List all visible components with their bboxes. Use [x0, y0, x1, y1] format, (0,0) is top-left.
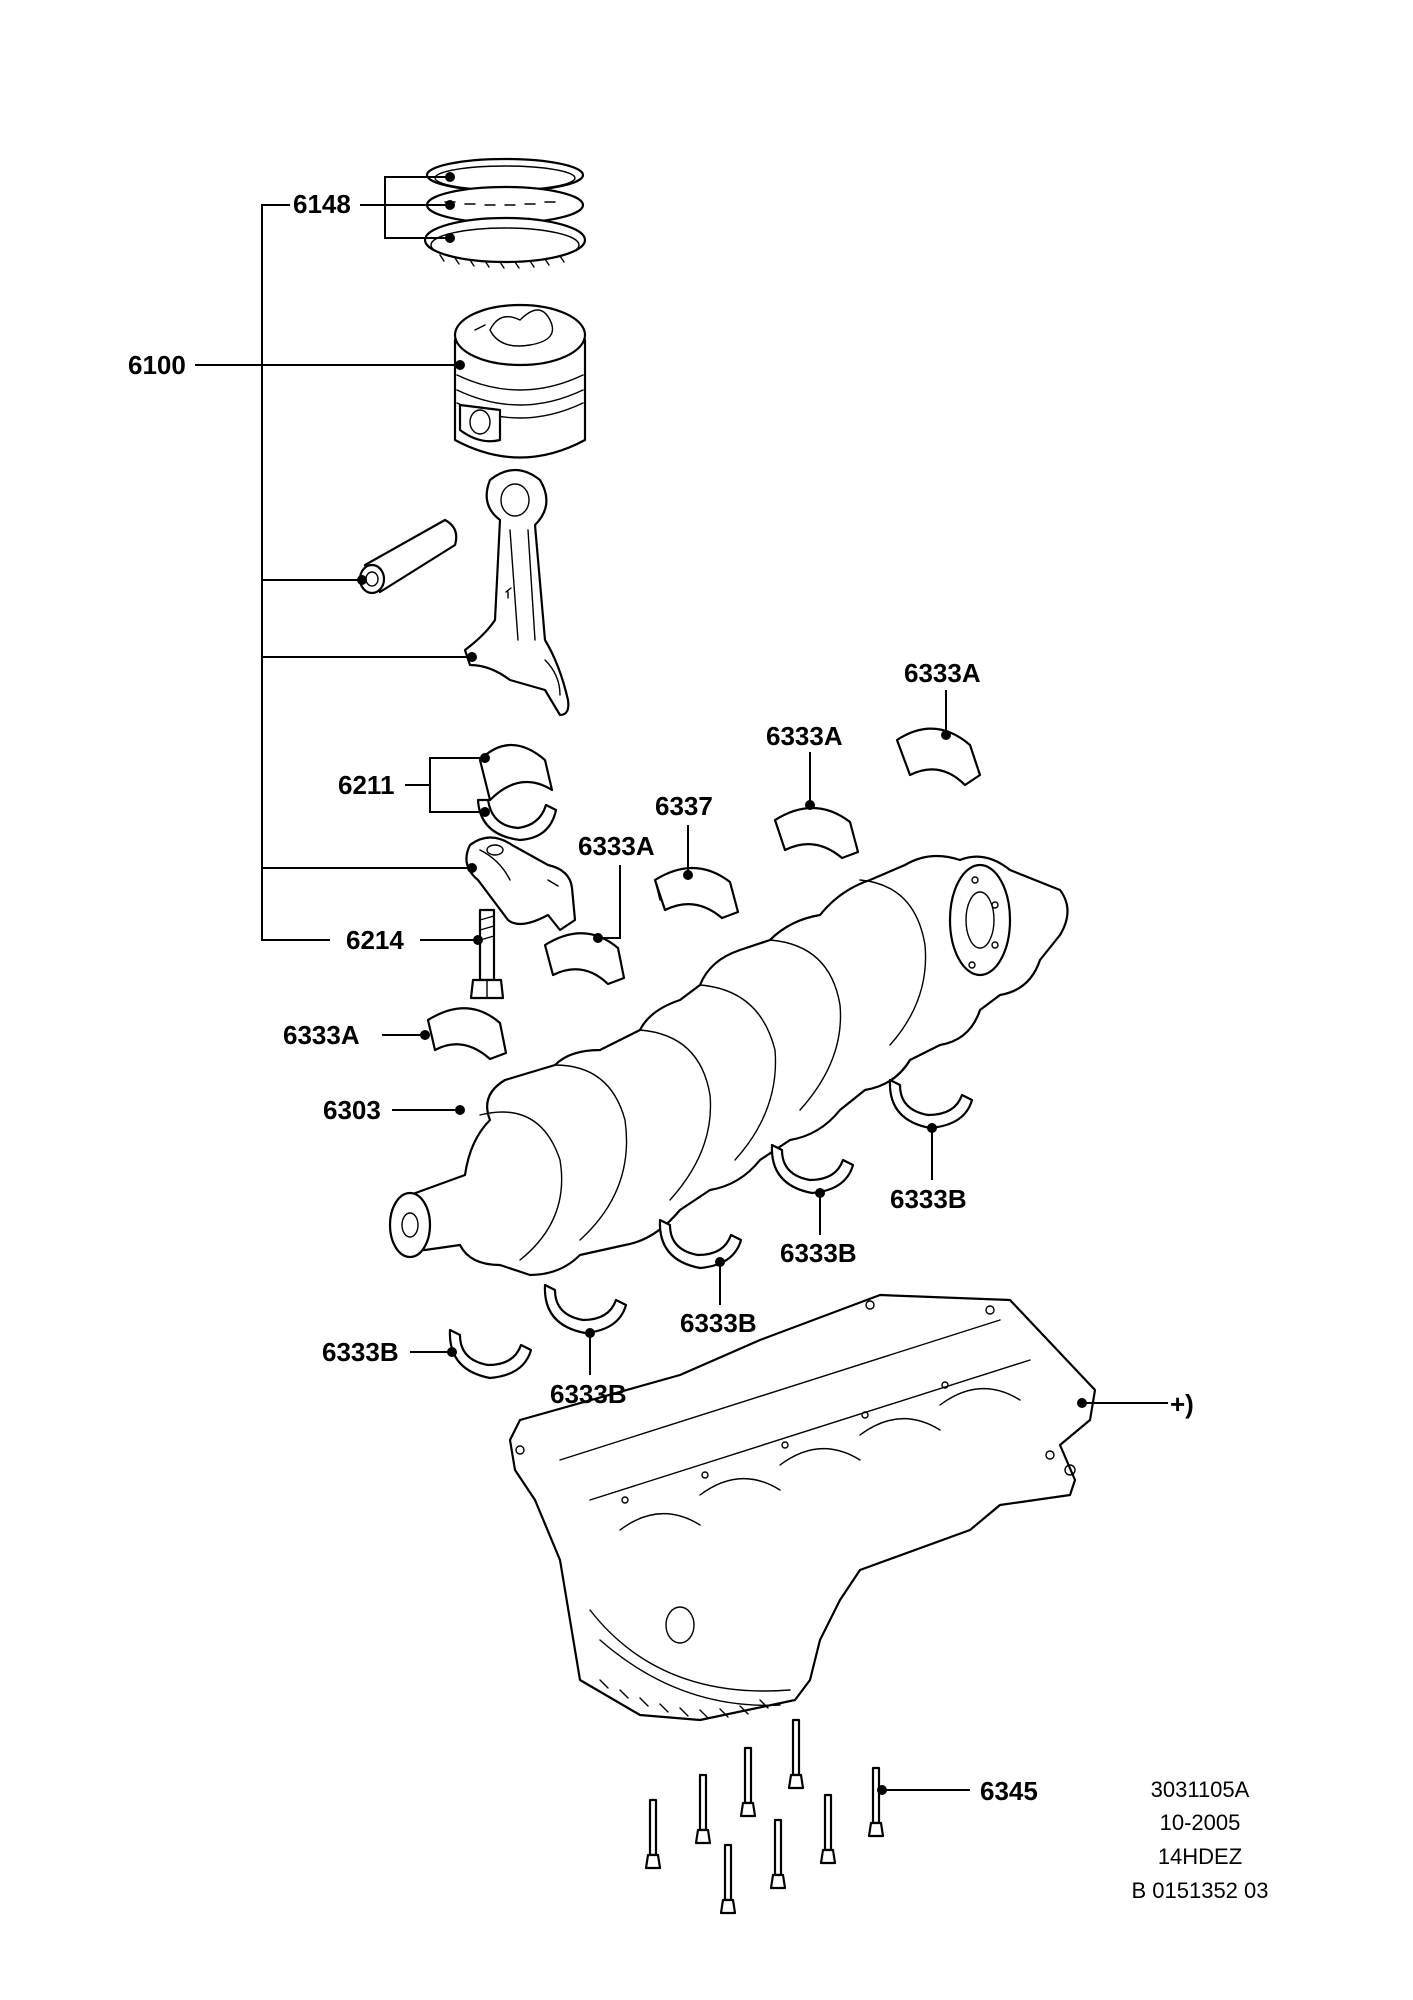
callout-6337: 6337: [655, 791, 713, 821]
reference-line-1: 3031105A: [1151, 1777, 1250, 1802]
reference-block: 3031105A 10-2005 14HDEZ B 0151352 03: [1131, 1777, 1268, 1903]
callout-6211: 6211: [338, 770, 394, 800]
piston-rings: [423, 157, 587, 269]
callout-labels: 6148 6100 6211 6214 6337 6333A 6333A 633…: [128, 189, 1194, 1806]
connecting-rod-cap: [465, 836, 577, 932]
leader-lines: [195, 172, 1168, 1795]
callout-6333A-mid: 6333A: [766, 721, 843, 751]
crankshaft: [388, 854, 1069, 1277]
callout-6100: 6100: [128, 350, 186, 380]
reference-line-4: B 0151352 03: [1131, 1878, 1268, 1903]
callout-6345: 6345: [980, 1776, 1038, 1806]
callout-6303: 6303: [323, 1095, 381, 1125]
callout-6333B-r1: 6333B: [890, 1184, 967, 1214]
reference-line-3: 14HDEZ: [1158, 1844, 1242, 1869]
callout-6333B-r3: 6333B: [680, 1308, 757, 1338]
piston: [453, 303, 587, 459]
callout-6333B-left: 6333B: [322, 1337, 399, 1367]
callout-6333B-r2: 6333B: [780, 1238, 857, 1268]
callout-6148: 6148: [293, 189, 351, 219]
callout-6333A-left: 6333A: [283, 1020, 360, 1050]
engine-block-bedplate: [508, 1293, 1097, 1722]
reference-line-2: 10-2005: [1160, 1810, 1241, 1835]
piston-pin: [358, 518, 458, 595]
lower-main-bearings: [448, 1078, 974, 1380]
callout-6214: 6214: [346, 925, 404, 955]
bedplate-bolts: [644, 1718, 885, 1915]
rod-bolt: [469, 908, 505, 1000]
upper-main-bearings: [426, 727, 982, 1061]
connecting-rod: [463, 468, 570, 717]
callout-plus: +): [1170, 1389, 1194, 1419]
callout-6333A-rod: 6333A: [578, 831, 655, 861]
callout-6333A-top: 6333A: [904, 658, 981, 688]
rod-bearing-shells: [476, 744, 558, 842]
callout-6333B-r4: 6333B: [550, 1379, 627, 1409]
